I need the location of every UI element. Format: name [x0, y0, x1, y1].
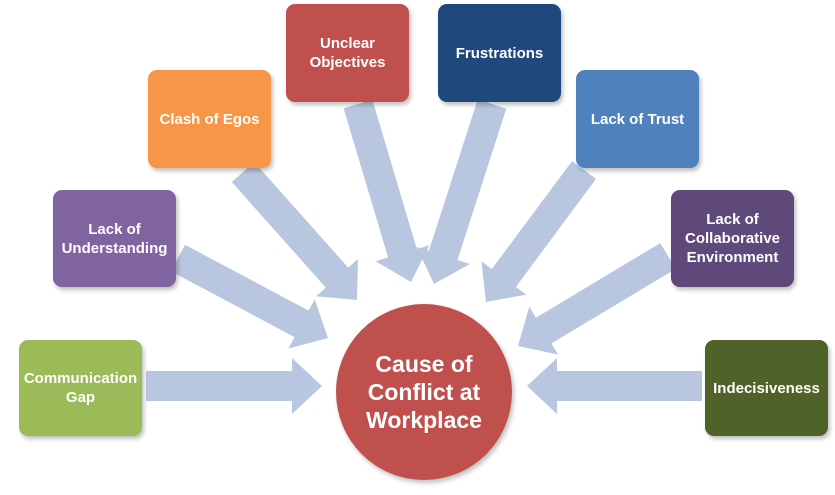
arrow-communication-gap: [146, 358, 322, 414]
center-circle: Cause of Conflict at Workplace: [336, 304, 512, 480]
arrow-lack-of-collaborative-environment: [518, 243, 676, 355]
arrow-lack-of-trust: [481, 161, 596, 302]
cause-indecisiveness: Indecisiveness: [705, 340, 828, 436]
arrow-frustrations: [416, 99, 507, 285]
cause-unclear-objectives: Unclear Objectives: [286, 4, 409, 102]
arrow-lack-of-understanding: [170, 244, 328, 349]
arrow-unclear-objectives: [343, 99, 430, 282]
arrow-indecisiveness: [527, 358, 702, 414]
cause-frustrations: Frustrations: [438, 4, 561, 102]
cause-lack-of-understanding: Lack of Understanding: [53, 190, 176, 287]
cause-lack-of-trust: Lack of Trust: [576, 70, 699, 168]
cause-communication-gap: Communication Gap: [19, 340, 142, 436]
arrow-clash-of-egos: [231, 162, 358, 300]
cause-clash-of-egos: Clash of Egos: [148, 70, 271, 168]
cause-lack-of-collaborative-environment: Lack of Collaborative Environment: [671, 190, 794, 287]
